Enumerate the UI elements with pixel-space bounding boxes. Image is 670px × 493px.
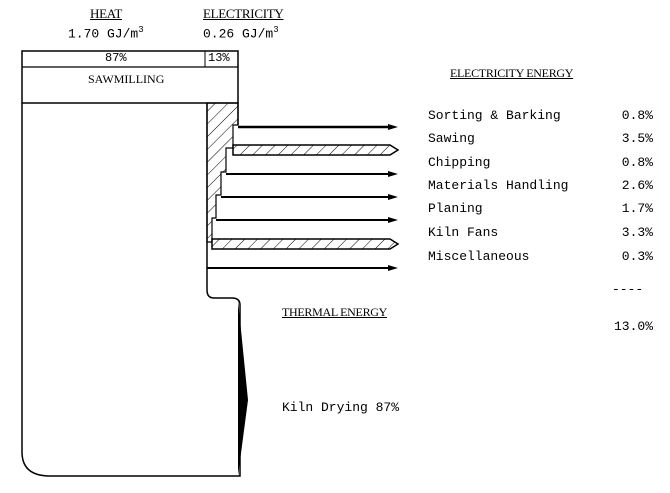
heat-value: 1.70 GJ/m3: [68, 25, 144, 41]
electricity-item-label: Kiln Fans: [428, 225, 499, 240]
electricity-total: 13.0%: [613, 319, 653, 334]
kiln-drying-output-wedge: [238, 300, 248, 476]
sawmilling-label: SAWMILLING: [88, 72, 165, 86]
electricity-value-text: 0.26 GJ/m: [203, 26, 274, 42]
electricity-item-value: 0.8%: [621, 108, 653, 123]
electricity-item-value: 0.3%: [621, 249, 653, 264]
kiln-drying-label: Kiln Drying 87%: [282, 400, 400, 415]
electricity-item-label: Chipping: [428, 155, 491, 170]
thermal-energy-title: THERMAL ENERGY: [282, 305, 388, 319]
electricity-item-value: 3.3%: [621, 225, 653, 240]
heat-unit-sup: 3: [138, 25, 144, 35]
heat-value-text: 1.70 GJ/m: [68, 26, 139, 42]
electricity-flow-column: [206, 102, 239, 243]
electricity-item-label: Sawing: [428, 131, 475, 146]
total-separator: ----: [612, 282, 644, 297]
electricity-share-label: 13%: [208, 51, 230, 65]
electricity-energy-title: ELECTRICITY ENERGY: [450, 66, 574, 80]
electricity-item-value: 0.8%: [621, 155, 653, 170]
electricity-item-label: Sorting & Barking: [428, 108, 561, 123]
electricity-unit-sup: 3: [273, 25, 279, 35]
heat-header: HEAT: [90, 6, 123, 21]
heat-flow-body: [21, 103, 241, 477]
electricity-item-label: Planing: [428, 201, 483, 216]
electricity-item-label: Materials Handling: [428, 178, 569, 193]
electricity-item-label: Miscellaneous: [428, 249, 530, 264]
electricity-arrowhead: [388, 265, 398, 271]
electricity-arrow-hatched: [232, 144, 400, 156]
electricity-arrowhead: [388, 194, 398, 200]
electricity-item-value: 2.6%: [621, 178, 653, 193]
heat-share-label: 87%: [105, 51, 127, 65]
electricity-arrowhead: [388, 217, 398, 223]
electricity-arrow-hatched: [211, 238, 400, 250]
electricity-item-value: 3.5%: [621, 131, 653, 146]
electricity-arrows: [207, 124, 400, 271]
electricity-value: 0.26 GJ/m3: [203, 25, 279, 41]
electricity-arrowhead: [388, 171, 398, 177]
electricity-arrowhead: [388, 124, 398, 130]
electricity-item-value: 1.7%: [621, 201, 653, 216]
sawmilling-box: [21, 50, 239, 104]
electricity-header: ELECTRICITY: [203, 6, 284, 21]
